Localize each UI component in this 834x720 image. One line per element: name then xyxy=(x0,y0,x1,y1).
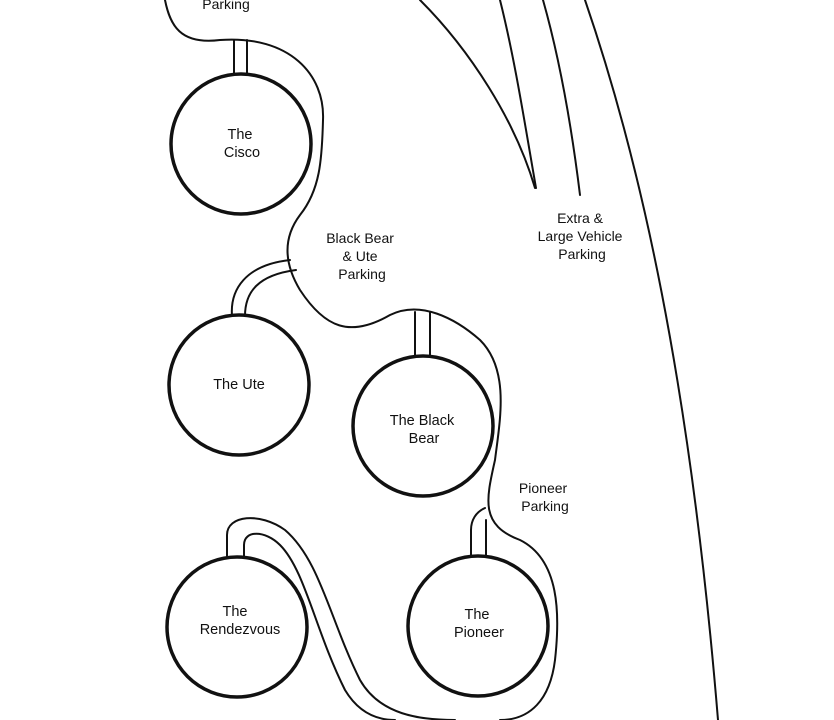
site-ute[interactable] xyxy=(167,313,311,457)
site-ute-label: The Ute xyxy=(213,377,265,393)
ute-driveway-edge xyxy=(244,269,297,317)
access-road-left-edge xyxy=(419,0,536,189)
site-black-bear[interactable] xyxy=(351,354,495,498)
access-road-right-edge xyxy=(542,0,581,196)
site-pioneer[interactable] xyxy=(406,554,550,698)
parking-top-label: Parking xyxy=(202,0,249,12)
site-black-bear-label: The Black Bear xyxy=(390,413,459,447)
ute-driveway xyxy=(230,259,291,317)
pioneer-driveway xyxy=(470,507,486,557)
site-cisco-label: The Cisco xyxy=(224,127,260,161)
parking-pioneer-label: Pioneer Parking xyxy=(519,480,571,514)
parking-extra-large-label: Extra & Large Vehicle Parking xyxy=(538,210,627,262)
site-rendezvous[interactable] xyxy=(165,555,309,699)
rendezvous-road-outer xyxy=(226,517,456,720)
site-pioneer-label: The Pioneer xyxy=(454,607,504,641)
site-cisco[interactable] xyxy=(169,72,313,216)
parking-black-bear-ute-label: Black Bear & Ute Parking xyxy=(326,230,398,282)
main-road-outer-edge xyxy=(584,0,719,720)
access-road-middle-edge xyxy=(499,0,537,189)
winding-road xyxy=(164,0,559,720)
rendezvous-road-inner xyxy=(243,532,396,720)
site-rendezvous-label: The Rendezvous xyxy=(200,604,281,638)
